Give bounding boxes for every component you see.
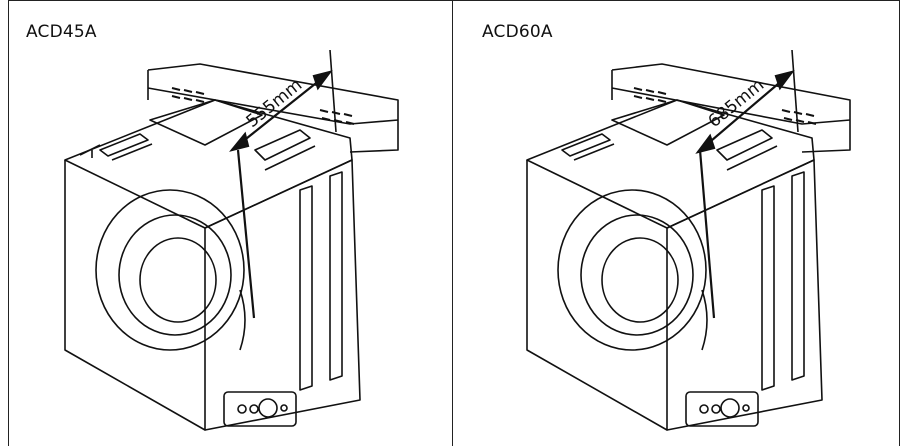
model-label-acd60a: ACD60A [482,22,553,42]
dryer-front-outline [526,160,668,431]
dryer-illustration-acd45a: 555mm [64,49,399,431]
right-border [899,0,900,446]
side-rib-2 [329,171,343,381]
dryer-side [204,159,361,431]
control-panel [223,391,297,427]
control-panel [685,391,759,427]
dimension-arrow-icon [695,49,799,319]
panel-acd45a: ACD45A [0,0,452,446]
vent-duct [611,63,851,153]
side-rib-1 [761,185,775,391]
dimension-arrow-icon [229,49,337,319]
dryer-top [526,99,815,229]
dryer-front-outline [64,160,206,431]
control-knob-icon [720,398,740,418]
model-label-acd45a: ACD45A [26,22,97,42]
side-rib-2 [791,171,805,381]
panel-acd60a: ACD60A [452,0,905,446]
top-panel [611,99,725,146]
door-outer [95,189,245,351]
door-outer [557,189,707,351]
top-panel [149,99,263,146]
dryer-side [666,159,823,431]
top-border [8,0,900,1]
vent-duct [147,63,399,153]
left-border [8,0,9,446]
center-divider [452,0,453,446]
dryer-top [64,99,353,229]
side-rib-1 [299,185,313,391]
dryer-illustration-acd60a: 685mm [526,49,851,431]
control-knob-icon [258,398,278,418]
